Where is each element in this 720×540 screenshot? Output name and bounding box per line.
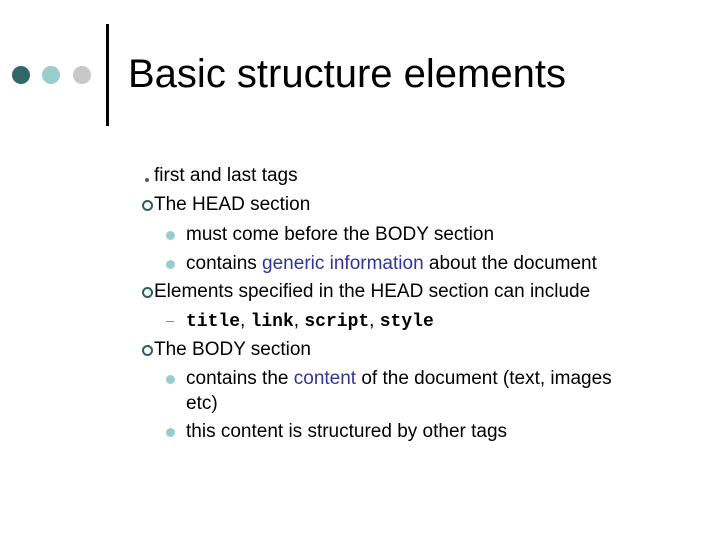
bullet-first-last-tags: first and last tags xyxy=(154,165,298,186)
bullet-structured-by-tags: this content is structured by other tags xyxy=(186,421,508,442)
separator: , xyxy=(240,310,251,331)
separator: , xyxy=(369,310,380,331)
slide-title: Basic structure elements xyxy=(128,52,566,96)
highlight-generic-information: generic information xyxy=(262,253,424,274)
code-link: link xyxy=(250,312,294,332)
code-style: style xyxy=(379,312,434,332)
text-segment: of the document (text, images xyxy=(356,368,612,389)
bullet-contains-content: contains the content of the document (te… xyxy=(186,367,612,391)
text-segment: about the document xyxy=(423,253,597,274)
dash-bullet-icon xyxy=(166,321,174,322)
title-divider xyxy=(106,24,109,126)
bullet-head-tag-list: title, link, script, style xyxy=(186,309,434,334)
dot-dark-teal-icon xyxy=(12,66,30,84)
ring-bullet-icon xyxy=(142,345,153,356)
bullet-must-come-before: must come before the BODY section xyxy=(186,224,495,245)
ring-bullet-icon xyxy=(142,200,153,211)
dot-light-teal-icon xyxy=(42,66,60,84)
dot-gray-icon xyxy=(73,66,91,84)
small-dot-bullet-icon xyxy=(145,178,149,182)
text-segment: contains the xyxy=(186,368,294,389)
bullet-body-section: The BODY section xyxy=(154,339,312,360)
filled-dot-bullet-icon xyxy=(166,375,175,384)
separator: , xyxy=(293,310,305,331)
bullet-head-section: The HEAD section xyxy=(154,194,311,215)
highlight-content: content xyxy=(293,368,357,389)
filled-dot-bullet-icon xyxy=(166,231,175,240)
ring-bullet-icon xyxy=(142,287,153,298)
text-segment: contains xyxy=(186,253,263,274)
filled-dot-bullet-icon xyxy=(166,260,175,269)
filled-dot-bullet-icon xyxy=(166,428,175,437)
bullet-contains-content-continued: etc) xyxy=(186,393,218,414)
bullet-generic-information: contains generic information about the d… xyxy=(186,252,597,276)
bullet-head-elements: Elements specified in the HEAD section c… xyxy=(154,281,591,302)
code-script: script xyxy=(304,312,370,332)
code-title: title xyxy=(186,312,241,332)
